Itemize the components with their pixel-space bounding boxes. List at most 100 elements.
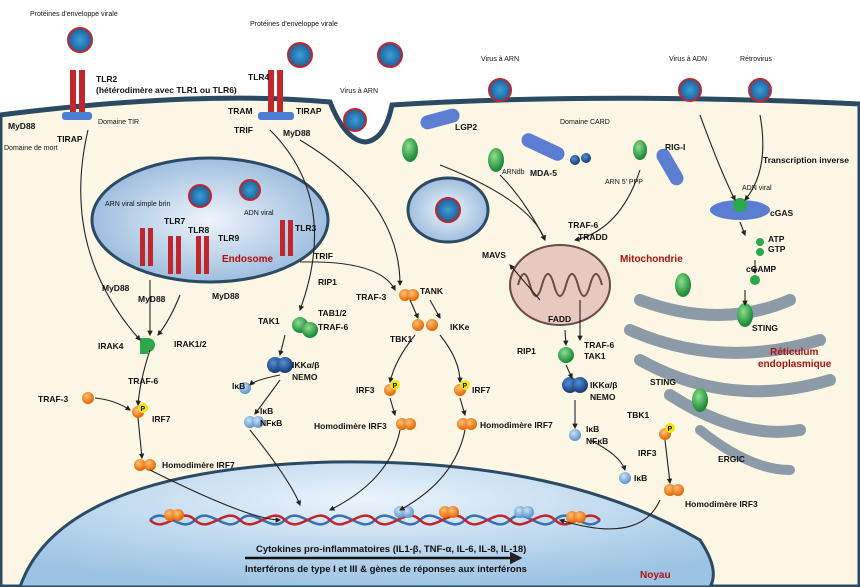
endoplasmic-reticulum xyxy=(624,294,836,475)
tlr3-label: TLR3 xyxy=(295,223,317,233)
sting-top-label: STING xyxy=(752,323,778,333)
myd88-top-label: MyD88 xyxy=(283,128,311,138)
ikb-left2-label: IκB xyxy=(260,406,273,416)
ikk-right-label: IKKα/β xyxy=(590,380,617,390)
homo-irf7-mid-label: Homodimère IRF7 xyxy=(480,420,553,430)
phos-2: P xyxy=(393,383,398,390)
endosomal-tlrs xyxy=(140,220,293,274)
virus-arn-mid-label: Virus à ARN xyxy=(340,88,378,95)
endoplasmique-label: endoplasmique xyxy=(758,359,832,370)
sting-mid-label: STING xyxy=(650,377,676,387)
pathway-arrows xyxy=(80,114,764,530)
nfkb-left-label: NFκB xyxy=(260,418,282,428)
mavs-label: MAVS xyxy=(482,250,506,260)
irak12-label: IRAK1/2 xyxy=(174,339,207,349)
endosome-label: Endosome xyxy=(222,254,274,265)
tlr2-sub-label: (hétérodimère avec TLR1 ou TLR6) xyxy=(96,85,237,95)
arn-simple-brin-label: ARN viral simple brin xyxy=(105,201,170,208)
myd88-e1-label: MyD88 xyxy=(102,283,130,293)
arn5ppp-label: ARN 5' PPP xyxy=(605,179,643,186)
virus-arn-right-label: Virus à ARN xyxy=(481,56,519,63)
tlr2-label: TLR2 xyxy=(96,74,118,84)
myd88-e3-label: MyD88 xyxy=(212,291,240,301)
mitochondria xyxy=(509,244,611,326)
tlr8-label: TLR8 xyxy=(188,225,210,235)
tirap-left-label: TIRAP xyxy=(57,134,83,144)
domaine-mort-label: Domaine de mort xyxy=(4,145,58,152)
domaine-tir-label: Domaine TIR xyxy=(98,119,139,126)
tak1-left-label: TAK1 xyxy=(258,316,280,326)
traf6-mid-label: TRAF-6 xyxy=(318,322,348,332)
signaling-nodes xyxy=(82,238,764,523)
ergic-label: ERGIC xyxy=(718,454,745,464)
tlr7-label: TLR7 xyxy=(164,216,186,226)
irf7-left-label: IRF7 xyxy=(152,414,171,424)
cgas-label: cGAS xyxy=(770,208,793,218)
irf3-right-label: IRF3 xyxy=(638,448,657,458)
myd88-e2-label: MyD88 xyxy=(138,294,166,304)
tab12-label: TAB1/2 xyxy=(318,308,347,318)
noyau-label: Noyau xyxy=(640,570,671,581)
homo-irf3-mid-label: Homodimère IRF3 xyxy=(314,421,387,431)
virus-icon xyxy=(67,27,772,223)
atp-label: ATP xyxy=(768,234,785,244)
adn-viral-endo-label: ADN viral xyxy=(244,210,274,217)
tak1-right-label: TAK1 xyxy=(584,351,606,361)
traf6-top-label: TRAF-6 xyxy=(568,220,598,230)
ikk-left-label: IKKα/β xyxy=(292,360,319,370)
homo-irf3-right-label: Homodimère IRF3 xyxy=(685,499,758,509)
env-left-label: Protéines d'enveloppe virale xyxy=(30,11,118,18)
tram-label: TRAM xyxy=(228,106,253,116)
nemo-left-label: NEMO xyxy=(292,372,318,382)
mda5-label: MDA-5 xyxy=(530,168,557,178)
transcription-inverse-label: Transcription inverse xyxy=(763,155,849,165)
traf3-mid-label: TRAF-3 xyxy=(356,292,386,302)
gtp-label: GTP xyxy=(768,244,786,254)
traf3-left-label: TRAF-3 xyxy=(38,394,68,404)
arndb-label: ARNdb xyxy=(502,169,525,176)
myd88-left-label: MyD88 xyxy=(8,121,36,131)
irak4-label: IRAK4 xyxy=(98,341,124,351)
tirap-top-label: TIRAP xyxy=(296,106,322,116)
virus-adn-label: Virus à ADN xyxy=(669,56,707,63)
nfkb-right-label: NFκB xyxy=(586,436,608,446)
tlr2-receptor xyxy=(62,70,92,120)
tank-label: TANK xyxy=(420,286,444,296)
tradd-label: TRADD xyxy=(578,232,608,242)
domaine-card-label: Domaine CARD xyxy=(560,119,610,126)
tlr9-label: TLR9 xyxy=(218,233,240,243)
homo-irf7-left-label: Homodimère IRF7 xyxy=(162,460,235,470)
retrovirus-label: Rétrovirus xyxy=(740,56,772,63)
traf6-right-label: TRAF-6 xyxy=(584,340,614,350)
phosphate-badges: P P P P xyxy=(138,380,675,433)
trif-top-label: TRIF xyxy=(234,125,253,135)
ikke-label: IKKe xyxy=(450,322,470,332)
mitochondrie-label: Mitochondrie xyxy=(620,254,683,265)
phos-3: P xyxy=(463,383,468,390)
traf6-left-label: TRAF-6 xyxy=(128,376,158,386)
cytokines-label: Cytokines pro-inflammatoires (IL1-β, TNF… xyxy=(256,544,526,555)
adn-viral-right-label: ADN viral xyxy=(742,185,772,192)
rip1-left-label: RIP1 xyxy=(318,277,337,287)
irf7-mid-label: IRF7 xyxy=(472,385,491,395)
irf3-mid-label: IRF3 xyxy=(356,385,375,395)
rig1-label: RIG-I xyxy=(665,142,685,152)
tlr4-receptor xyxy=(258,70,294,120)
rip1-right-label: RIP1 xyxy=(517,346,536,356)
lgp2-label: LGP2 xyxy=(455,122,477,132)
env-mid-label: Protéines d'enveloppe virale xyxy=(250,21,338,28)
fadd-label: FADD xyxy=(548,314,571,324)
tlr4-label: TLR4 xyxy=(248,72,270,82)
ikb-left1-label: IκB xyxy=(232,381,245,391)
tbk1-right-label: TBK1 xyxy=(627,410,649,420)
phos-4: P xyxy=(668,426,673,433)
trif-endo-label: TRIF xyxy=(314,251,333,261)
interferons-label: Interférons de type I et III & gènes de … xyxy=(245,564,527,575)
ikb-right2-label: IκB xyxy=(634,473,647,483)
tbk1-mid-label: TBK1 xyxy=(390,334,412,344)
nemo-right-label: NEMO xyxy=(590,392,616,402)
ikb-right1-label: IκB xyxy=(586,424,599,434)
reticulum-label: Réticulum xyxy=(770,347,818,358)
